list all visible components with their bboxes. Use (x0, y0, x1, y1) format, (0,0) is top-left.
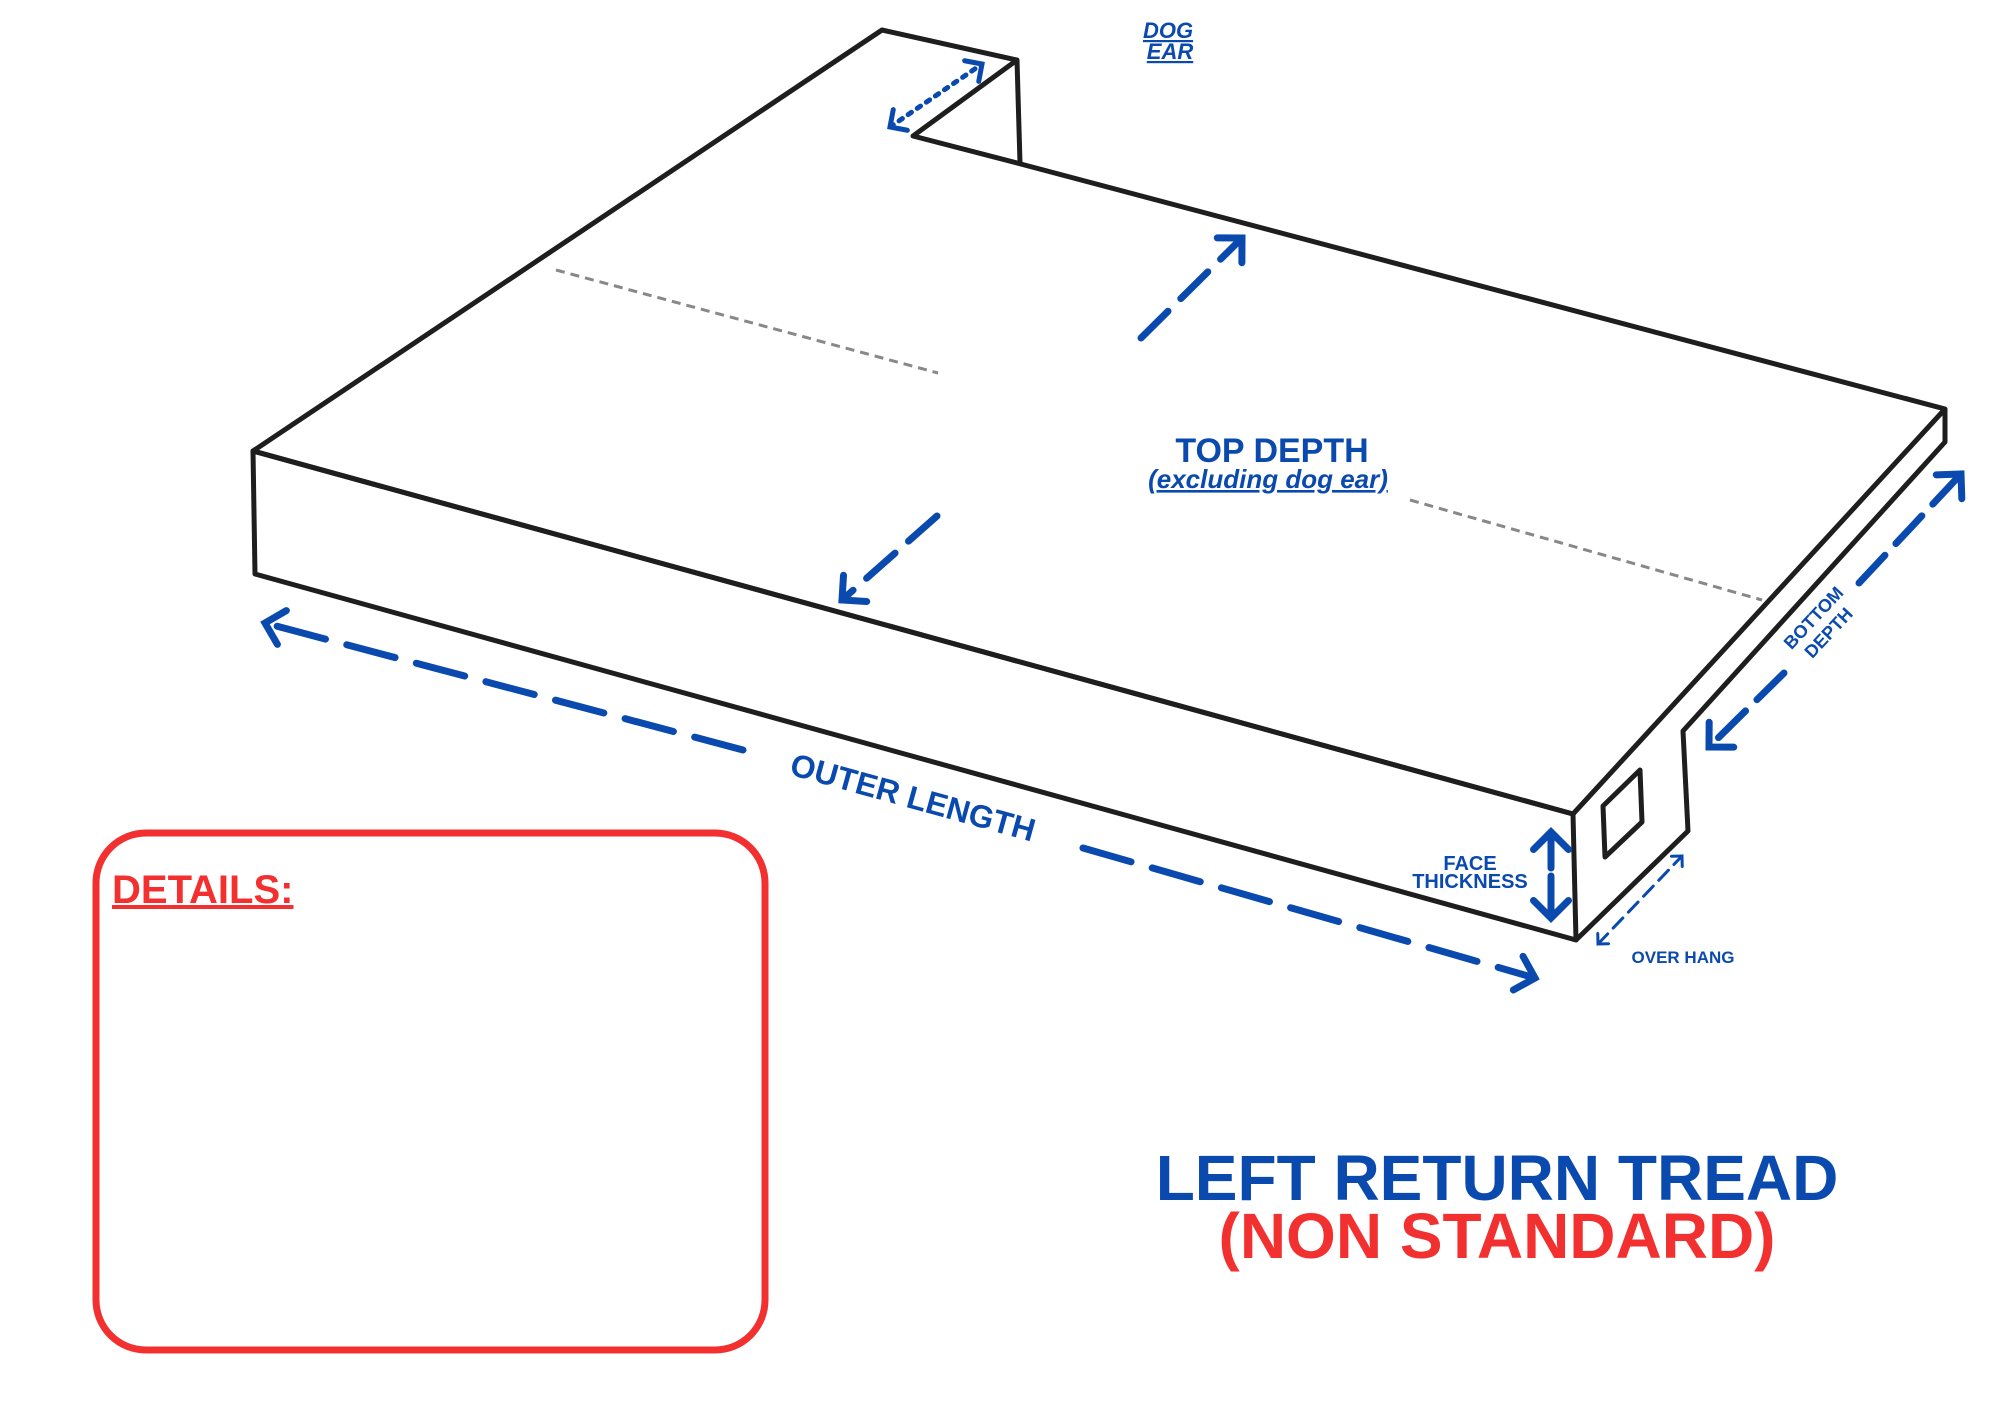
top-depth-arrow-up (1137, 234, 1246, 342)
outer-length-arrow-left (260, 607, 747, 754)
title-line-1: LEFT RETURN TREAD (1156, 1142, 1839, 1214)
top-surface (250, 27, 1948, 817)
dog-ear-label-2: EAR (1147, 39, 1194, 64)
top-depth-label: TOP DEPTH (1175, 432, 1368, 470)
over-hang-label: OVER HANG (1632, 948, 1735, 967)
dog-ear-label: DOG (1143, 18, 1193, 43)
top-depth-arrow-down (838, 512, 941, 606)
title-line-2: (NON STANDARD) (1219, 1200, 1776, 1272)
side-notch (1600, 767, 1645, 860)
center-guide-left (555, 268, 939, 375)
outer-length-arrow-right (1079, 844, 1540, 994)
bottom-depth-arrow-up (1855, 470, 1966, 587)
outer-length-label: OUTER LENGTH (787, 746, 1040, 848)
center-guide-right (1409, 498, 1763, 602)
details-box (92, 829, 769, 1354)
side-face (1574, 409, 1948, 942)
details-heading: DETAILS: (112, 868, 293, 912)
dog-ear-arrow (887, 58, 985, 133)
bottom-depth-arrow-down (1705, 669, 1788, 751)
face-thickness-label: FACE (1443, 853, 1496, 875)
top-depth-note: (excluding dog ear) (1148, 464, 1388, 494)
face-thickness-label-2: THICKNESS (1412, 871, 1528, 893)
dog-ear-edge (1014, 59, 1023, 164)
tread-outline (250, 27, 1948, 943)
over-hang-arrow (1596, 854, 1684, 946)
